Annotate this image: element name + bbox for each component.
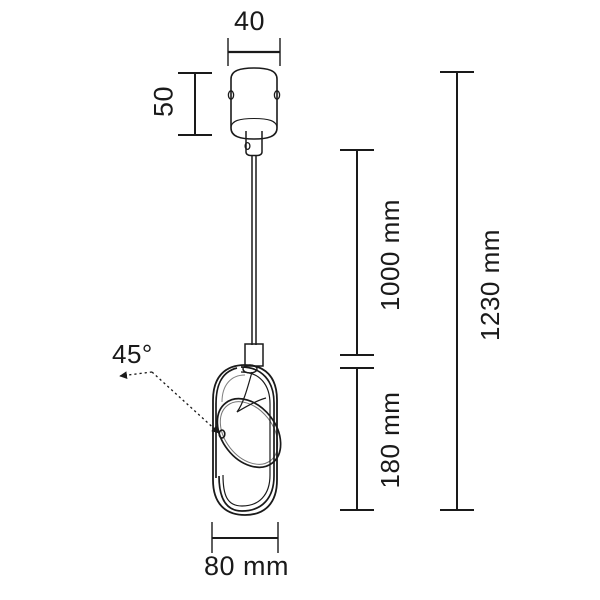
- angle-callout-leader: [119, 371, 220, 434]
- label-total-height: 1230 mm: [475, 229, 505, 341]
- tilt-pivot-screw: [218, 429, 226, 439]
- label-suspension-drop: 1000 mm: [375, 199, 405, 311]
- ceiling-canopy: [227, 67, 281, 140]
- label-tilt-angle: 45°: [112, 339, 153, 369]
- dimension-canopy-width: [227, 38, 281, 66]
- dimension-canopy-height: [178, 72, 212, 136]
- dimension-shade-width: [211, 522, 279, 553]
- shade-top-connector: [244, 343, 264, 367]
- dimension-total-height: [440, 71, 474, 511]
- capsule-outer-shade: [212, 364, 278, 516]
- label-canopy-height: 50: [148, 85, 179, 118]
- rotating-inner-ring: [215, 364, 282, 512]
- dimension-suspension-drop: [340, 149, 374, 356]
- label-shade-height: 180 mm: [375, 391, 405, 489]
- label-canopy-width: 40: [234, 6, 266, 36]
- label-shade-width: 80 mm: [204, 551, 290, 581]
- cord-grip-connector: [244, 131, 263, 157]
- dimension-shade-height: [340, 367, 374, 511]
- suspension-cord: [251, 155, 257, 345]
